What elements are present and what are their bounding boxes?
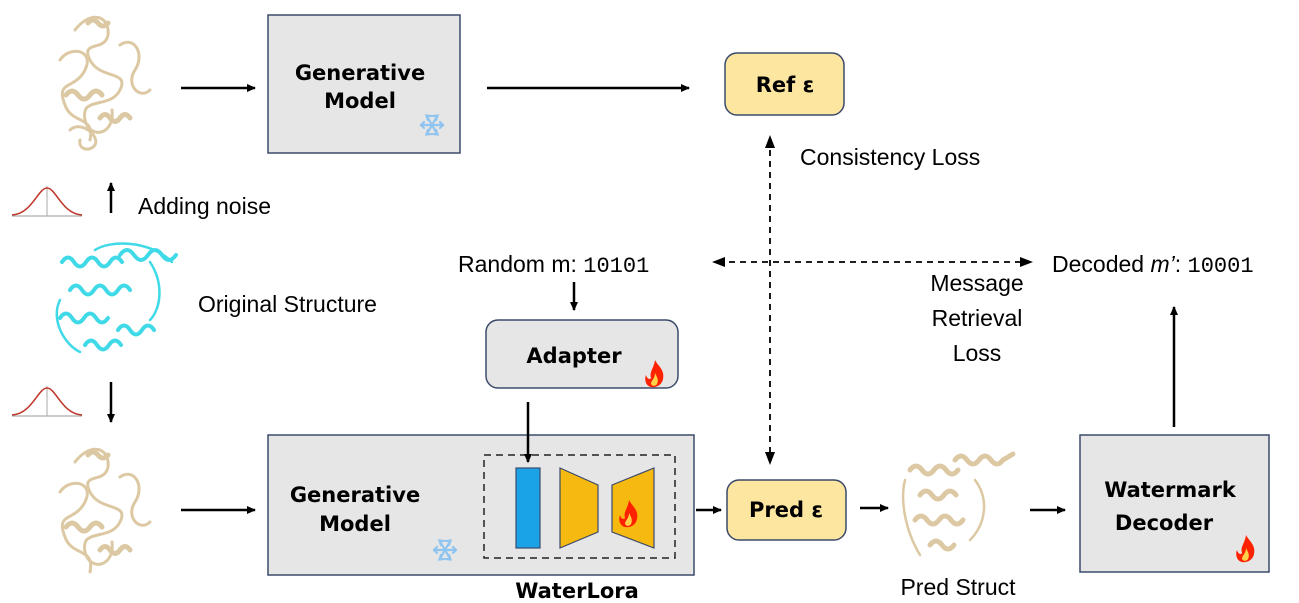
random-message-label: Random m: 10101 (458, 251, 649, 279)
protein-top-icon (58, 15, 152, 151)
pred-eps-label: Pred ε (749, 498, 823, 522)
gaussian-noise-icon-bottom (11, 386, 83, 417)
decoded-message-prefix: Decoded (1052, 251, 1150, 277)
waterlora-label: WaterLora (515, 579, 639, 603)
ref-eps-label: Ref ε (756, 73, 815, 97)
generative-model-bottom-line1: Generative (290, 483, 420, 507)
random-message-prefix: Random m: (458, 251, 583, 277)
lora-adapter-bar (515, 467, 541, 549)
decoded-message-var: m’ (1150, 251, 1175, 277)
protein-pred-icon (901, 451, 1016, 557)
generative-model-bottom-line2: Model (319, 512, 391, 536)
watermark-decoder-box: Watermark Decoder (1079, 434, 1270, 573)
gaussian-noise-icon-top (11, 186, 83, 217)
original-structure-label: Original Structure (198, 291, 377, 317)
pred-struct-label: Pred Struct (900, 574, 1016, 600)
watermark-decoder-line2: Decoder (1115, 511, 1214, 535)
message-retrieval-loss-line1: Message (930, 270, 1023, 296)
protein-noisy-icon (58, 447, 152, 574)
adding-noise-label: Adding noise (138, 193, 271, 219)
pred-eps-box: Pred ε (726, 479, 847, 541)
generative-model-top-line1: Generative (295, 61, 425, 85)
generative-model-bottom-box: Generative Model (267, 434, 695, 576)
consistency-loss-label: Consistency Loss (800, 144, 980, 170)
adapter-box: Adapter (485, 319, 679, 389)
message-retrieval-loss-line2: Retrieval (932, 305, 1023, 331)
random-message-bits: 10101 (583, 254, 649, 279)
lora-encoder-trapezoid (559, 467, 599, 549)
decoded-message-colon: : (1175, 251, 1188, 277)
message-retrieval-loss-line3: Loss (953, 340, 1002, 366)
waterlora-dashed-box (483, 454, 676, 559)
watermark-decoder-line1: Watermark (1104, 478, 1237, 502)
decoded-message-label: Decoded m’: 10001 (1052, 251, 1254, 279)
generative-model-top-line2: Model (324, 89, 396, 113)
generative-model-top-box: Generative Model (267, 14, 461, 154)
protein-original-icon (55, 242, 178, 354)
decoded-message-bits: 10001 (1188, 254, 1254, 279)
adapter-label: Adapter (526, 344, 622, 368)
ref-eps-box: Ref ε (724, 52, 845, 116)
